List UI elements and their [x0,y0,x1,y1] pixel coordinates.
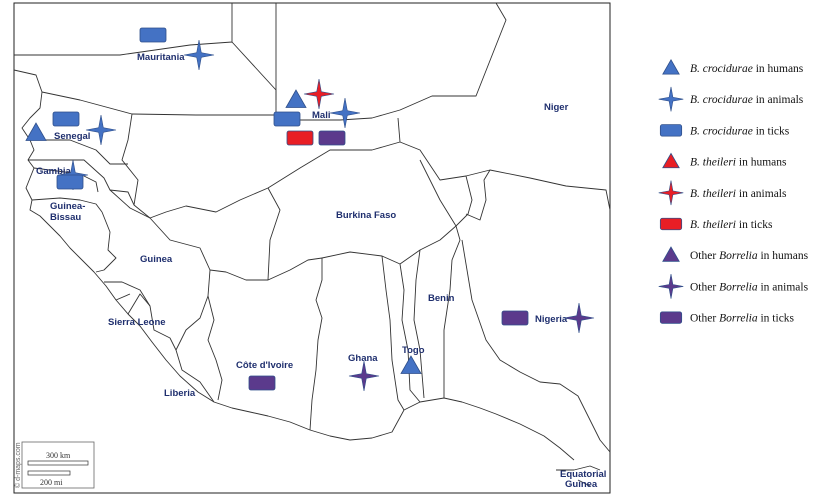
country-label-liberia: Liberia [164,388,196,399]
border-nigeria [461,169,611,453]
scale-mi-label: 200 mi [40,478,63,487]
border-ghana [381,255,405,411]
occurrence-markers [25,27,595,392]
legend-label-other-star: Other Borrelia in animals [690,281,809,293]
legend: B. crocidurae in humans B. crocidurae in … [658,58,809,325]
country-borders [13,2,611,487]
legend-label-theileri-triangle: B. theileri in humans [690,157,787,169]
country-label-mauritania: Mauritania [137,52,185,63]
marker-nigeria-other-rect [501,310,529,326]
legend-symbol-other-rect [659,311,683,324]
border-guinea-bissau [31,197,103,213]
legend-label-crocidurae-triangle: B. crocidurae in humans [690,63,804,75]
marker-senegal-crocidurae-star [85,114,117,146]
country-label-gambia: Gambia [36,166,72,177]
border-equatorial-guinea [556,465,601,487]
country-label-togo: Togo [402,345,425,356]
marker-nigeria-other-star [563,302,595,334]
border-senegal [28,139,135,206]
coastline [13,69,575,461]
legend-symbol-other-triangle [662,246,680,262]
marker-mali-theileri-star [303,78,335,110]
marker-cote-divoire-other-rect [248,375,276,391]
scale-mi-bar [27,470,71,476]
country-label-benin: Benin [428,293,455,304]
legend-symbol-crocidurae-triangle [662,58,680,75]
country-label-guinea: Guinea [140,254,173,265]
marker-mali-crocidurae-star [329,97,361,129]
country-label-sierra-leone: Sierra Leone [108,317,166,328]
marker-mali-crocidurae-rect [273,111,301,127]
legend-symbol-theileri-rect [659,217,683,231]
country-label-burkina-faso: Burkina Faso [336,210,396,221]
marker-mauritania-crocidurae-star [183,39,215,71]
legend-label-crocidurae-rect: B. crocidurae in ticks [690,125,790,137]
country-label-senegal: Senegal [54,131,90,142]
border-benin [443,225,461,398]
marker-ghana-other-star [348,360,380,392]
marker-senegal-crocidurae-rect [52,111,80,127]
marker-mali-theileri-rect [286,130,314,146]
legend-symbol-other-star [658,274,684,299]
legend-symbol-theileri-star [658,180,684,206]
legend-label-theileri-star: B. theileri in animals [690,188,787,200]
legend-symbol-theileri-triangle [662,152,680,169]
legend-symbol-crocidurae-rect [659,124,683,137]
marker-mali-other-rect [318,130,346,146]
country-label-equatorial-guinea: Equatorial Guinea [560,469,609,490]
border-togo [399,249,425,403]
scale-bar: 300 km 200 mi [21,441,95,489]
border-mali [121,2,507,219]
border-cote-divoire [207,257,323,431]
marker-mali-crocidurae-triangle [285,89,307,108]
marker-gambia-crocidurae-rect [56,174,84,190]
marker-togo-crocidurae-triangle [400,355,422,374]
country-label-nigeria: Nigeria [535,314,568,325]
marker-mauritania-crocidurae-rect [139,27,167,43]
marker-senegal-crocidurae-triangle [25,122,47,141]
country-label-mali: Mali [312,110,330,121]
scale-km-bar [27,460,89,466]
legend-label-crocidurae-star: B. crocidurae in animals [690,94,804,106]
country-label-cote-divoire: Côte d'Ivoire [236,360,293,371]
country-label-niger: Niger [544,102,569,113]
scale-km-label: 300 km [46,451,71,460]
legend-label-theileri-rect: B. theileri in ticks [690,219,773,231]
country-label-guinea-bissau: Guinea- Bissau [50,201,88,223]
legend-symbol-crocidurae-star [658,86,684,112]
border-sierra-leone [104,281,151,307]
legend-label-other-rect: Other Borrelia in ticks [690,313,795,325]
map-frame [13,2,611,494]
border-liberia [175,349,215,403]
map-credit: © d-maps.com [14,442,22,488]
legend-label-other-triangle: Other Borrelia in humans [690,250,809,262]
country-labels: Mauritania Mali Niger Senegal Gambia Gui… [36,52,609,490]
country-label-ghana: Ghana [348,353,378,364]
